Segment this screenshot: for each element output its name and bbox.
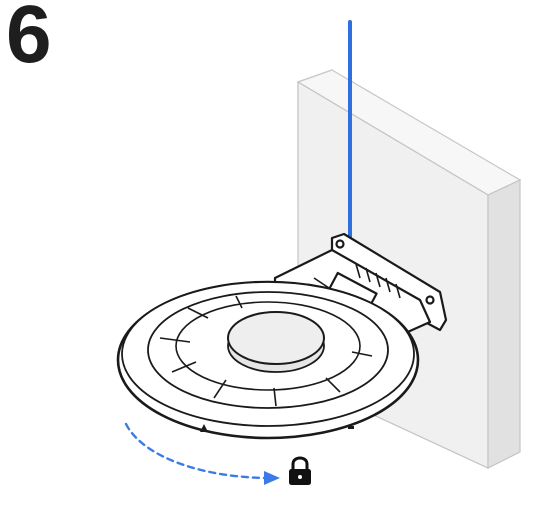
device-spokes [159,295,373,407]
dashed-rotation-arrow-icon [124,422,280,485]
wall-side-face [487,179,521,469]
alignment-marker [200,424,208,432]
step-number: 6 [6,0,52,80]
led-indicator [348,426,354,429]
device-central-dome [227,311,325,365]
bracket-screw-bottom [425,295,435,305]
bracket-screw-top [335,239,345,249]
bracket-slots [355,263,401,299]
lock-icon [289,456,311,485]
access-point-device [116,280,420,440]
